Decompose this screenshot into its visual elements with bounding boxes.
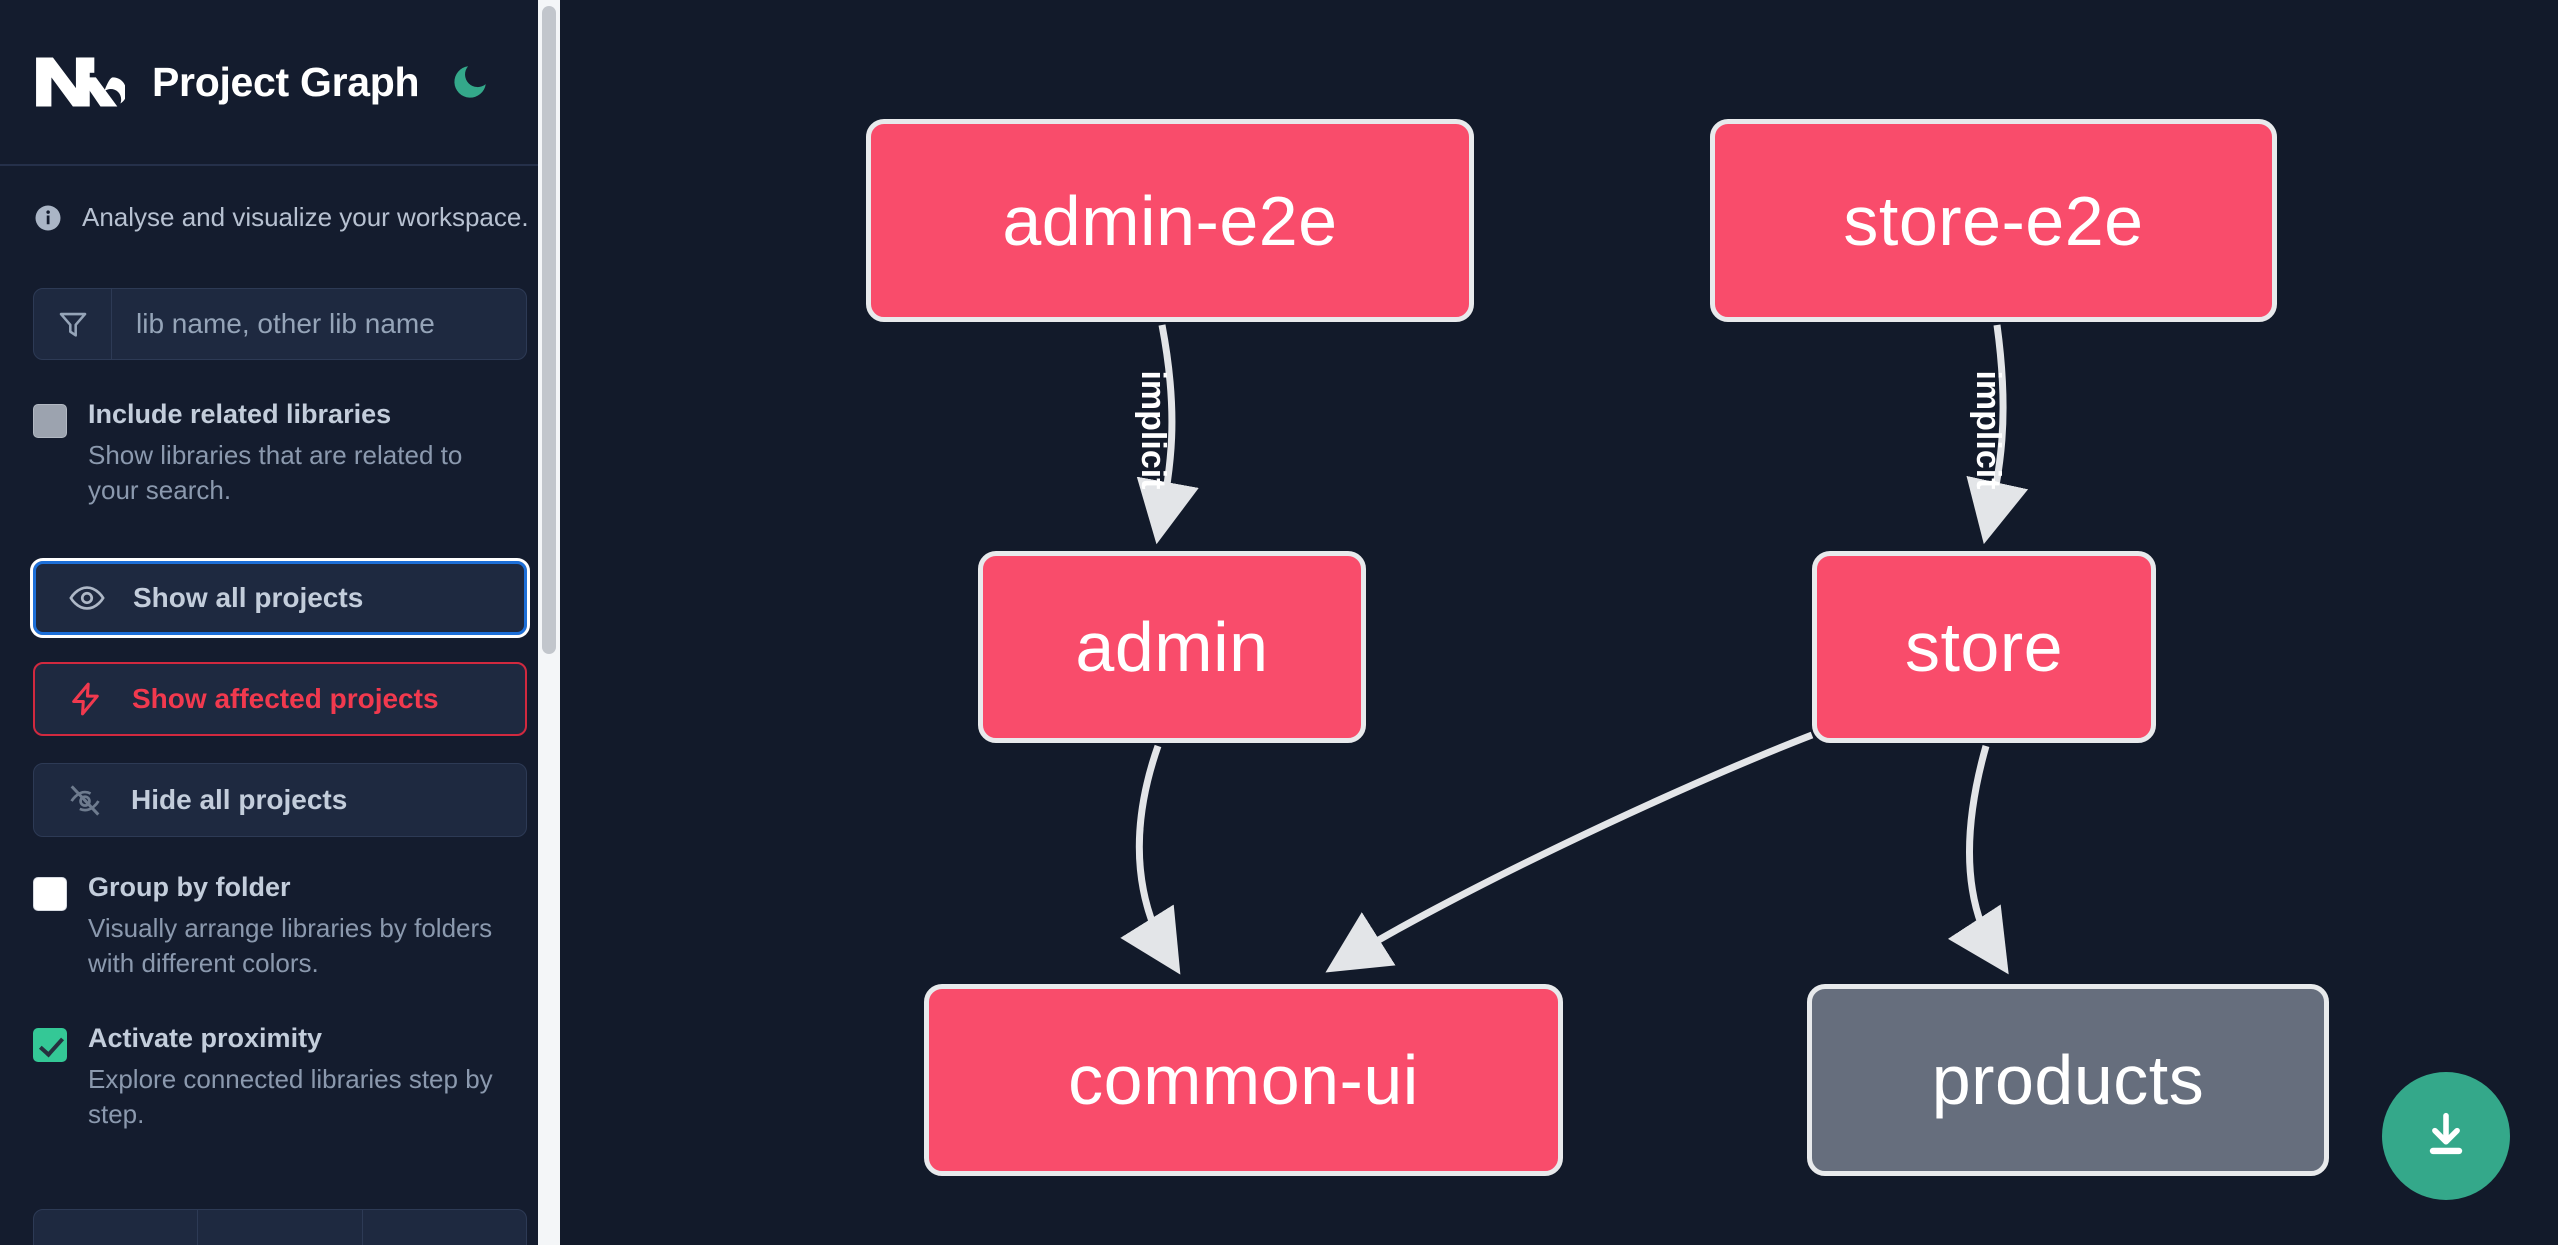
graph-node-common-ui[interactable]: common-ui (924, 984, 1563, 1176)
graph-node-products[interactable]: products (1807, 984, 2329, 1176)
option-activate-proximity[interactable]: Activate proximity Explore connected lib… (0, 1022, 560, 1133)
option-description: Show libraries that are related to your … (88, 439, 463, 506)
graph-node-store[interactable]: store (1812, 551, 2156, 743)
sidebar-scrollbar-thumb[interactable] (542, 6, 556, 654)
option-label: Activate proximity (88, 1022, 323, 1053)
edge-label-implicit-admin: implicit (1134, 370, 1172, 489)
workspace-info: Analyse and visualize your workspace. (0, 166, 560, 233)
sidebar-scrollbar[interactable] (538, 0, 560, 1245)
download-icon (2417, 1106, 2475, 1167)
eye-slash-icon (66, 781, 104, 819)
option-include-related-libraries[interactable]: Include related libraries Show libraries… (0, 398, 560, 509)
edge-admin-common-ui (1120, 744, 1181, 975)
graph-edges: implicit implicit (1120, 324, 2029, 975)
button-label: Show affected projects (132, 682, 439, 714)
sidebar-header: Project Graph (0, 0, 560, 166)
edge-store-products (1947, 745, 2009, 975)
sidebar: Project Graph Analyse and visualize your… (0, 0, 560, 1245)
nx-logo-icon (33, 51, 127, 113)
show-all-projects-button[interactable]: Show all projects (30, 557, 530, 638)
option-description: Explore connected libraries step by step… (88, 1063, 493, 1130)
graph-node-store-e2e[interactable]: store-e2e (1710, 119, 2277, 322)
search-input[interactable] (112, 289, 526, 359)
option-label: Include related libraries (88, 399, 392, 429)
graph-node-admin[interactable]: admin (978, 551, 1366, 743)
filter-funnel-icon (34, 289, 112, 359)
checkbox-include-related-libraries[interactable] (33, 404, 67, 438)
project-visibility-buttons: Show all projects Show affected projects (0, 557, 560, 837)
edge-label-implicit-store: implicit (1969, 370, 2007, 489)
checkbox-activate-proximity[interactable] (33, 1027, 67, 1062)
show-affected-projects-button[interactable]: Show affected projects (33, 661, 527, 736)
moon-icon[interactable] (447, 59, 493, 105)
segment-3[interactable] (363, 1210, 526, 1245)
option-label: Group by folder (88, 871, 291, 902)
edge-store-e2e-store (1966, 324, 2029, 545)
info-icon (33, 203, 63, 233)
segment-1[interactable] (34, 1210, 199, 1245)
page-title: Project Graph (152, 58, 420, 105)
edge-admin-e2e-admin (1136, 324, 1199, 545)
graph-canvas[interactable]: implicit implicit admin-e2e store-e2e ad… (560, 0, 2558, 1245)
proximity-segmented-control[interactable] (33, 1209, 527, 1245)
hide-all-projects-button[interactable]: Hide all projects (33, 762, 527, 837)
lightning-bolt-icon (67, 680, 105, 718)
button-label: Hide all projects (131, 783, 348, 815)
info-text: Analyse and visualize your workspace. (82, 202, 529, 232)
button-label: Show all projects (133, 581, 364, 613)
checkbox-group-by-folder[interactable] (33, 876, 67, 911)
option-group-by-folder[interactable]: Group by folder Visually arrange librari… (0, 871, 560, 982)
edge-store-common-ui (1325, 731, 1814, 973)
eye-icon (68, 579, 106, 617)
download-graph-button[interactable] (2382, 1072, 2510, 1200)
search-field[interactable] (33, 288, 527, 360)
option-description: Visually arrange libraries by folders wi… (88, 912, 493, 979)
segment-2[interactable] (198, 1210, 363, 1245)
graph-node-admin-e2e[interactable]: admin-e2e (866, 119, 1474, 322)
